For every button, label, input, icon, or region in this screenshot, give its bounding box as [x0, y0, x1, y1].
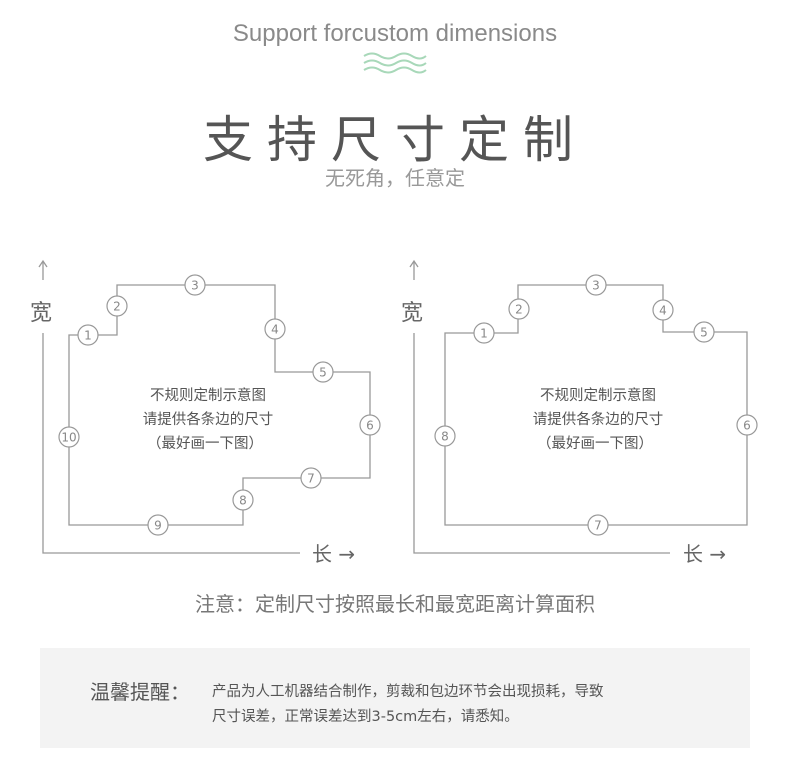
tip-line-2: 尺寸误差，正常误差达到3-5cm左右，请悉知。	[212, 709, 519, 725]
shape-outline	[444, 284, 748, 526]
edge-marker-8: 8	[232, 489, 254, 511]
tip-label: 温馨提醒：	[90, 680, 190, 704]
page-subtitle: 无死角，任意定	[325, 166, 465, 190]
edge-marker-2: 2	[508, 298, 530, 320]
edge-label: 1	[84, 329, 92, 343]
center-line-3: （最好画一下图）	[147, 435, 263, 452]
edge-label: 2	[113, 300, 121, 314]
edge-label: 3	[191, 279, 199, 293]
tip-text: 产品为人工机器结合制作，剪裁和包边环节会出现损耗，导致 尺寸误差，正常误差达到3…	[212, 680, 604, 730]
edge-marker-4: 4	[652, 299, 674, 321]
edge-marker-9: 9	[147, 514, 169, 536]
edge-label: 10	[61, 431, 76, 445]
center-line-1: 不规则定制示意图	[540, 386, 656, 404]
edge-label: 6	[743, 419, 751, 433]
width-label: 宽	[401, 301, 423, 326]
center-line-1: 不规则定制示意图	[150, 386, 266, 404]
edge-label: 4	[659, 304, 667, 318]
center-line-2: 请提供各条边的尺寸	[143, 411, 274, 428]
shape-outline	[68, 284, 371, 526]
tip-line-1: 产品为人工机器结合制作，剪裁和包边环节会出现损耗，导致	[212, 684, 604, 700]
edge-label: 1	[480, 327, 488, 341]
edge-marker-8: 8	[434, 425, 456, 447]
edge-label: 5	[700, 326, 708, 340]
edge-marker-3: 3	[184, 274, 206, 296]
edge-marker-5: 5	[693, 321, 715, 343]
edge-label: 2	[515, 303, 523, 317]
wave-decoration-icon	[363, 52, 427, 74]
edge-marker-2: 2	[106, 295, 128, 317]
edge-label: 8	[239, 494, 247, 508]
english-title: Support forcustom dimensions	[232, 20, 558, 47]
y-axis-arrow-icon	[409, 259, 419, 280]
edge-marker-1: 1	[77, 324, 99, 346]
edge-label: 4	[271, 323, 279, 337]
center-line-3: （最好画一下图）	[537, 435, 653, 452]
edge-marker-1: 1	[473, 322, 495, 344]
edge-marker-6: 6	[359, 414, 381, 436]
tip-box	[40, 648, 750, 748]
edge-marker-5: 5	[312, 361, 334, 383]
edge-marker-4: 4	[264, 318, 286, 340]
edge-label: 9	[154, 519, 162, 533]
edge-label: 5	[319, 366, 327, 380]
shape-diagrams: 宽 长 → 不规则定制示意图 请提供各条边的尺寸 （最好画一下图） 1 2 3 4 5 6…	[30, 259, 758, 566]
edge-label: 7	[307, 472, 315, 486]
edge-label: 8	[441, 430, 449, 444]
page-title: 支持尺寸定制	[203, 111, 587, 169]
edge-marker-7: 7	[300, 467, 322, 489]
y-axis-arrow-icon	[38, 259, 48, 280]
y-axis	[413, 333, 670, 554]
edge-marker-6: 6	[736, 414, 758, 436]
diagram-irregular-10	[38, 259, 371, 554]
y-axis	[42, 333, 300, 554]
width-label: 宽	[30, 301, 52, 326]
edge-label: 7	[594, 519, 602, 533]
diagram-irregular-8	[409, 259, 748, 554]
edge-label: 6	[366, 419, 374, 433]
edge-marker-7: 7	[587, 514, 609, 536]
edge-marker-3: 3	[585, 274, 607, 296]
edge-label: 3	[592, 279, 600, 293]
center-line-2: 请提供各条边的尺寸	[533, 411, 664, 428]
length-label: 长 →	[312, 542, 355, 566]
length-label: 长 →	[683, 542, 726, 566]
area-note: 注意：定制尺寸按照最长和最宽距离计算面积	[195, 592, 595, 616]
edge-marker-10: 10	[58, 426, 80, 448]
